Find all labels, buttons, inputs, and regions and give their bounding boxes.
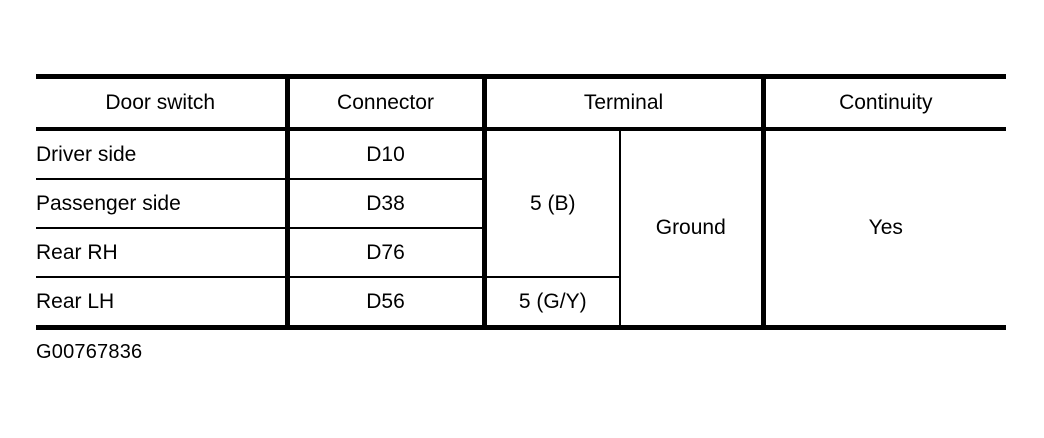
cell-door-switch-rear-lh: Rear LH (36, 277, 287, 328)
table-row: Rear LH D56 5 (G/Y) (36, 277, 1006, 328)
continuity-table: Door switch Connector Terminal Continuit… (36, 74, 1007, 330)
figure-caption: G00767836 (36, 341, 143, 363)
cell-connector-rear-rh: D76 (284, 228, 487, 278)
cell-terminal-secondary-ground: Ground (620, 129, 766, 328)
column-header-continuity: Continuity (763, 76, 1007, 131)
cell-door-switch-passenger-side: Passenger side (36, 179, 287, 229)
cell-terminal-primary-top: 5 (B) (484, 129, 621, 278)
cell-connector-driver-side: D10 (284, 129, 487, 180)
cell-connector-rear-lh: D56 (284, 277, 487, 328)
table-header-row: Door switch Connector Terminal Continuit… (36, 76, 1007, 131)
table-row: Driver side D10 5 (B) Ground Yes (36, 129, 1007, 328)
cell-connector-passenger-side: D38 (284, 179, 487, 229)
table-row: Passenger side D38 (36, 179, 1006, 229)
cell-continuity-yes: Yes (763, 129, 1007, 328)
column-header-connector: Connector (287, 76, 487, 131)
column-header-door-switch: Door switch (36, 76, 290, 131)
column-header-terminal: Terminal (484, 76, 766, 131)
cell-door-switch-driver-side: Driver side (36, 129, 287, 180)
table-row: Rear RH D76 (36, 228, 1006, 278)
cell-terminal-primary-bottom: 5 (G/Y) (484, 277, 621, 328)
cell-door-switch-rear-rh: Rear RH (36, 228, 287, 278)
